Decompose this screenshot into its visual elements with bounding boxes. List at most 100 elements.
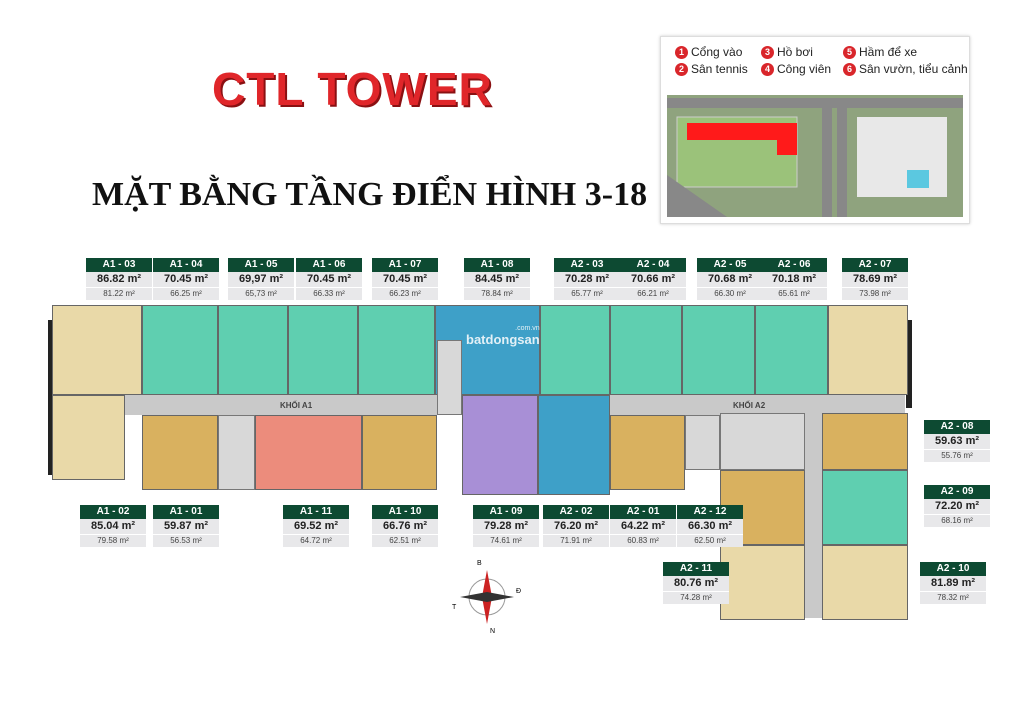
apartment-unit	[358, 305, 435, 395]
compass-east: Đ	[516, 588, 522, 595]
unit-area: 86.82 m²	[86, 272, 152, 288]
unit-id: A2 - 12	[677, 505, 743, 519]
unit-area: 64.22 m²	[610, 519, 676, 535]
floor-plan-subtitle: MẶT BẰNG TẦNG ĐIỂN HÌNH 3-18	[92, 176, 648, 213]
unit-net-area: 66.30 m²	[697, 288, 763, 300]
number-badge-icon: 6	[843, 62, 856, 76]
compass-south: N	[490, 628, 496, 635]
unit-area: 70.68 m²	[697, 272, 763, 288]
unit-area: 78.69 m²	[842, 272, 908, 288]
apartment-unit	[288, 305, 358, 395]
apartment-unit	[52, 395, 125, 480]
unit-id: A2 - 01	[610, 505, 676, 519]
unit-area: 72.20 m²	[924, 499, 990, 515]
unit-id: A1 - 08	[464, 258, 530, 272]
unit-id: A2 - 10	[920, 562, 986, 576]
unit-id: A2 - 11	[663, 562, 729, 576]
unit-net-area: 60.83 m²	[610, 535, 676, 547]
legend-label: Sân tennis	[691, 62, 748, 76]
apartment-unit	[720, 545, 805, 620]
legend-label: Hồ bơi	[777, 45, 813, 59]
apartment-unit	[52, 305, 142, 395]
apartment-unit	[538, 395, 610, 495]
number-badge-icon: 4	[761, 62, 774, 76]
stair-core	[437, 340, 462, 415]
unit-area: 85.04 m²	[80, 519, 146, 535]
unit-area: 80.76 m²	[663, 576, 729, 592]
stair-core	[218, 415, 255, 490]
unit-id: A1 - 06	[296, 258, 362, 272]
unit-id: A2 - 05	[697, 258, 763, 272]
unit-area: 79.28 m²	[473, 519, 539, 535]
unit-net-area: 65,73 m²	[228, 288, 294, 300]
legend-label: Hầm để xe	[859, 45, 918, 59]
compass-west: T	[452, 604, 457, 611]
unit-id: A1 - 02	[80, 505, 146, 519]
unit-net-area: 78.84 m²	[464, 288, 530, 300]
unit-id: A1 - 04	[153, 258, 219, 272]
unit-area: 81.89 m²	[920, 576, 986, 592]
unit-net-area: 55.76 m²	[924, 450, 990, 462]
legend-label: Công viên	[777, 62, 832, 76]
unit-net-area: 56.53 m²	[153, 535, 219, 547]
unit-area: 59.87 m²	[153, 519, 219, 535]
elevator-core	[685, 415, 720, 470]
unit-id: A2 - 09	[924, 485, 990, 499]
unit-net-area: 71.91 m²	[543, 535, 609, 547]
unit-net-area: 66.21 m²	[620, 288, 686, 300]
unit-net-area: 66.25 m²	[153, 288, 219, 300]
apartment-unit	[828, 305, 908, 395]
unit-net-area: 79.58 m²	[80, 535, 146, 547]
unit-net-area: 65.77 m²	[554, 288, 620, 300]
number-badge-icon: 2	[675, 62, 688, 76]
apartment-unit	[610, 305, 682, 395]
unit-net-area: 74.61 m²	[473, 535, 539, 547]
block-a2-label: KHỐI A2	[733, 401, 766, 410]
unit-id: A2 - 08	[924, 420, 990, 434]
unit-id: A2 - 03	[554, 258, 620, 272]
unit-id: A2 - 04	[620, 258, 686, 272]
apartment-unit	[540, 305, 610, 395]
unit-area: 70.18 m²	[761, 272, 827, 288]
legend-label: Sân vườn, tiểu cảnh	[859, 62, 968, 76]
apartment-unit	[822, 470, 908, 545]
apartment-unit	[822, 413, 908, 470]
unit-net-area: 66.23 m²	[372, 288, 438, 300]
unit-net-area: 66.33 m²	[296, 288, 362, 300]
apartment-unit	[462, 395, 538, 495]
unit-area: 59.63 m²	[924, 434, 990, 450]
unit-net-area: 65.61 m²	[761, 288, 827, 300]
unit-id: A1 - 09	[473, 505, 539, 519]
unit-net-area: 81.22 m²	[86, 288, 152, 300]
unit-area: 69,97 m²	[228, 272, 294, 288]
unit-area: 70.45 m²	[372, 272, 438, 288]
apartment-unit	[218, 305, 288, 395]
corridor	[805, 413, 822, 618]
unit-id: A1 - 05	[228, 258, 294, 272]
